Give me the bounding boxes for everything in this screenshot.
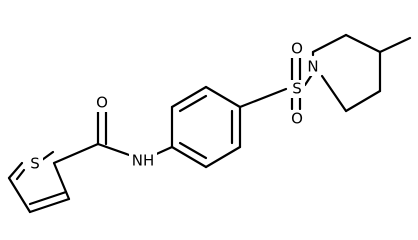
- atom-label-piperidine-nitrogen: N: [305, 58, 321, 76]
- thiophene-ring: [7, 150, 71, 214]
- svg-text:NH: NH: [132, 152, 155, 170]
- atom-label-amide-nh: NH: [129, 152, 157, 170]
- svg-text:O: O: [291, 40, 303, 58]
- atom-label-sulfur-thiophene: S: [27, 154, 43, 173]
- piperidine-ring: [311, 33, 412, 113]
- svg-text:N: N: [307, 58, 318, 76]
- atom-label-sulfonyl-oxygen-top: O: [289, 40, 305, 58]
- atom-label-sulfonyl-oxygen-bottom: O: [289, 110, 305, 128]
- atom-label-carbonyl-oxygen: O: [94, 94, 110, 112]
- carboxamide-linker: [52, 109, 134, 165]
- svg-text:O: O: [96, 94, 108, 112]
- svg-text:O: O: [291, 110, 303, 128]
- svg-text:S: S: [292, 80, 302, 98]
- molecular-structure-diagram: S O NH S O O N: [7, 33, 412, 214]
- benzene-ring: [150, 85, 242, 169]
- svg-text:S: S: [30, 155, 40, 173]
- atom-label-sulfonyl-sulfur: S: [289, 80, 305, 98]
